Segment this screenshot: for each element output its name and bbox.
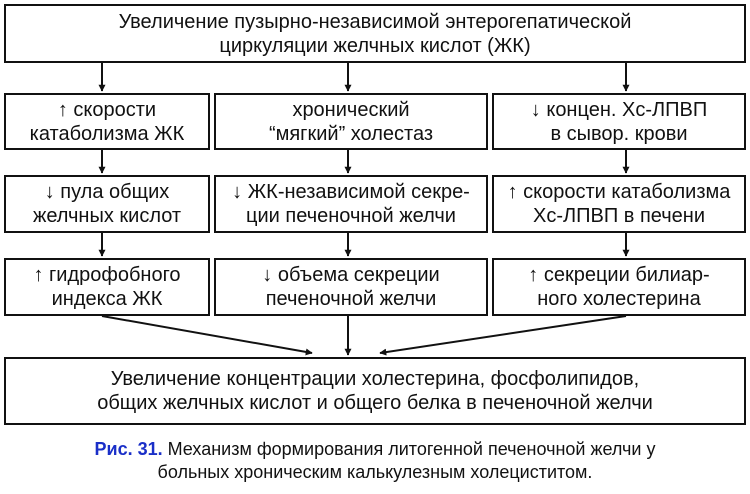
arrow-col3-to-bottom	[379, 315, 627, 356]
col3-row3-line2: ного холестерина	[537, 288, 701, 310]
caption-line1: Рис. 31. Механизм формирования литогенно…	[0, 438, 750, 461]
col1-row3-line1: ↑ гидрофобного	[33, 264, 181, 286]
col1-row2-line2: желчных кислот	[32, 205, 182, 227]
bottom-box-line1: Увеличение концентрации холестерина, фос…	[110, 368, 640, 390]
col1-row1-box: ↑ скорости катаболизма ЖК	[4, 93, 210, 150]
col2-row3-line2: печеночной желчи	[265, 288, 437, 310]
col3-row1-line1: ↓ концен. Хс-ЛПВП	[530, 98, 708, 121]
col3-row2-box: ↑ скорости катаболизма Хс-ЛПВП в печени	[492, 175, 746, 233]
col1-row1-line1: ↑ скорости	[57, 98, 157, 121]
top-box: Увеличение пузырно-независимой энтерогеп…	[4, 4, 746, 63]
col2-row3-line1: ↓ объема секреции	[262, 264, 440, 286]
caption-label: Рис. 31.	[94, 439, 163, 459]
col3-row3-box: ↑ секреции билиар- ного холестерина	[492, 258, 746, 316]
col1-row2-box: ↓ пула общих желчных кислот	[4, 175, 210, 233]
col3-row1-box: ↓ концен. Хс-ЛПВП в сывор. крови	[492, 93, 746, 150]
caption-line1-text: Механизм формирования литогенной печеноч…	[162, 439, 656, 459]
figure-caption: Рис. 31. Механизм формирования литогенно…	[0, 438, 750, 484]
col2-row1-line1: хронический	[292, 98, 410, 121]
top-box-line2: циркуляции желчных кислот (ЖК)	[219, 34, 531, 57]
col1-row1-line2: катаболизма ЖК	[29, 122, 185, 145]
col1-row3-box: ↑ гидрофобного индекса ЖК	[4, 258, 210, 316]
col1-row2-line1: ↓ пула общих	[44, 181, 170, 203]
arrow-col1-to-bottom	[101, 315, 313, 356]
col3-row2-line1: ↑ скорости катаболизма	[507, 181, 731, 203]
bottom-box-line2: общих желчных кислот и общего белка в пе…	[97, 392, 653, 414]
col3-row2-line2: Хс-ЛПВП в печени	[532, 205, 705, 227]
col2-row1-box: хронический “мягкий” холестаз	[214, 93, 488, 150]
col1-row3-line2: индекса ЖК	[51, 288, 163, 310]
col2-row2-line2: ции печеночной желчи	[246, 205, 456, 227]
bottom-box: Увеличение концентрации холестерина, фос…	[4, 357, 746, 425]
caption-line2: больных хроническим калькулезным холецис…	[157, 462, 593, 482]
col2-row2-line1: ↓ ЖК-независимой секре-	[232, 181, 470, 203]
col3-row3-line1: ↑ секреции билиар-	[528, 264, 710, 286]
col2-row2-box: ↓ ЖК-независимой секре- ции печеночной ж…	[214, 175, 488, 233]
top-box-line1: Увеличение пузырно-независимой энтерогеп…	[118, 10, 632, 33]
col2-row3-box: ↓ объема секреции печеночной желчи	[214, 258, 488, 316]
col2-row1-line2: “мягкий” холестаз	[268, 122, 434, 145]
col3-row1-line2: в сывор. крови	[550, 122, 688, 145]
